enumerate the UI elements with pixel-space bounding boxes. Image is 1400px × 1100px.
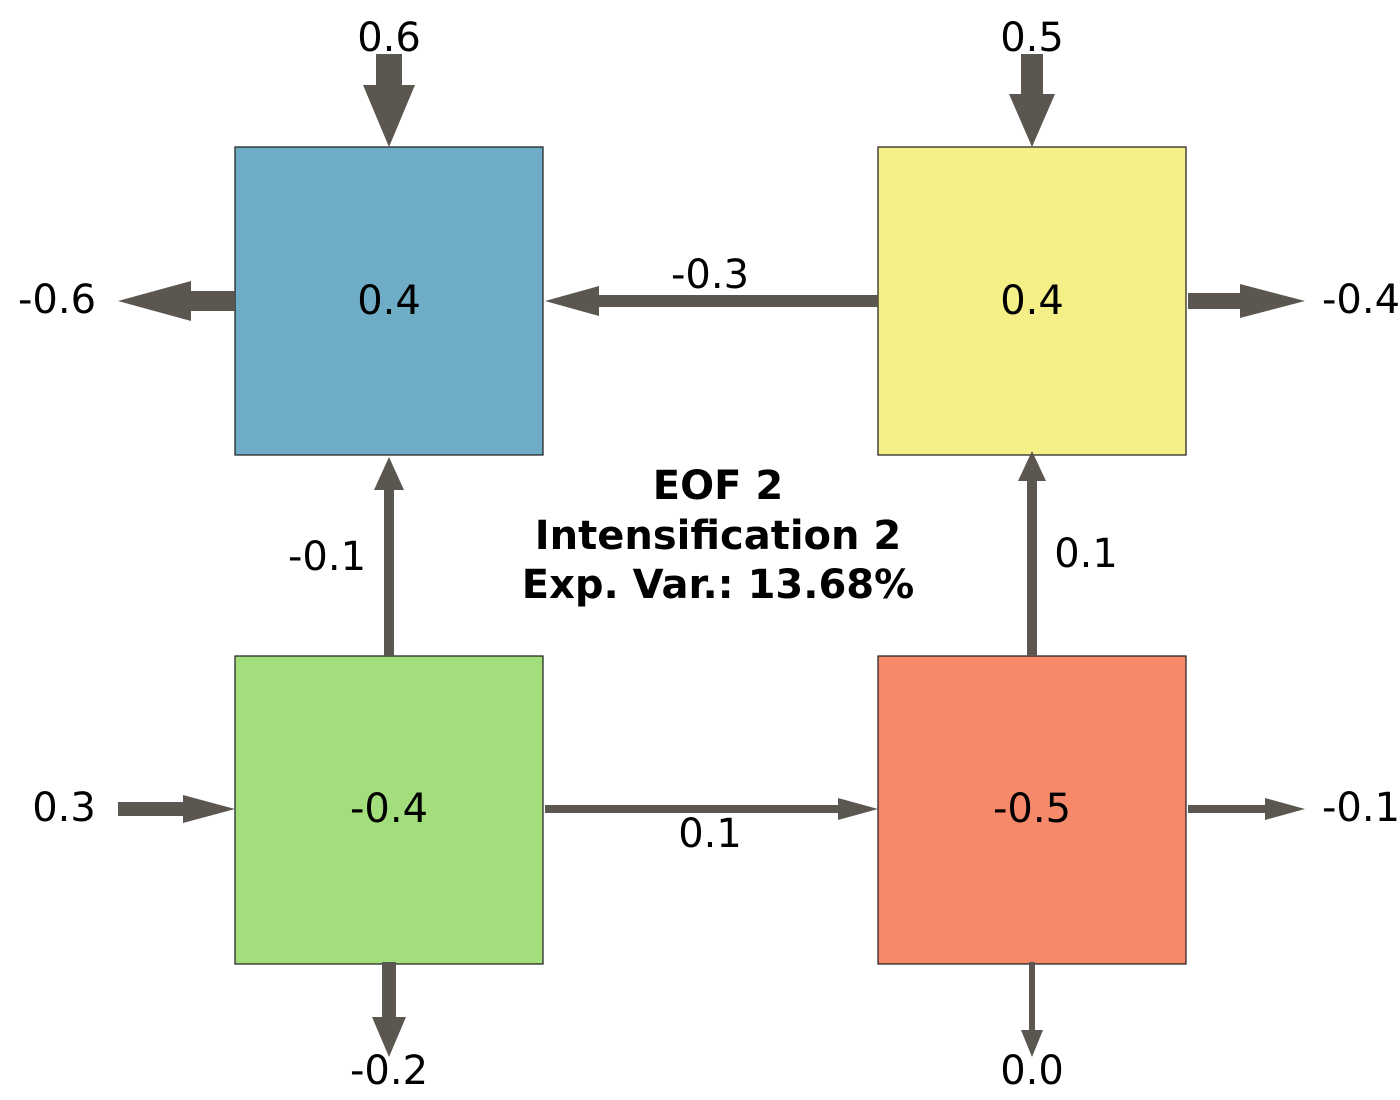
arrow-top-left-in-top [363,54,415,147]
flow-label-bottom-left-to-bottom-right: 0.1 [678,811,742,857]
arrow-top-right-in-top [1009,54,1055,147]
flow-label-bottom-left-out-bottom: -0.2 [350,1048,428,1094]
box-bottom-right-value: -0.5 [993,786,1071,832]
flow-label-top-right-to-top-left: -0.3 [671,252,749,298]
box-top-right [877,146,1187,456]
flow-label-top-left-in-top: 0.6 [357,15,421,61]
box-bottom-left-value: -0.4 [350,786,428,832]
arrow-bottom-right-out-right [1188,798,1305,820]
arrow-top-right-to-top-left [545,286,878,316]
arrow-bottom-left-out-bottom [372,962,406,1057]
arrow-bottom-left-to-top-left [374,457,404,656]
title-line-3: Exp. Var.: 13.68% [522,562,914,608]
box-top-left-value: 0.4 [357,278,421,324]
box-top-right-value: 0.4 [1000,278,1064,324]
flow-label-bottom-left-in-left: 0.3 [32,785,96,831]
flow-label-bottom-right-out-bottom: 0.0 [1000,1048,1064,1094]
box-bottom-right [877,655,1187,965]
flow-label-top-right-out-right: -0.4 [1322,277,1400,323]
flow-label-bottom-right-to-top-right: 0.1 [1054,531,1118,577]
arrow-bottom-right-out-bottom [1021,962,1043,1057]
arrow-top-right-out-right [1188,284,1305,318]
box-top-left [234,146,544,456]
flow-label-bottom-left-to-top-left: -0.1 [288,534,366,580]
title-line-2: Intensification 2 [535,513,902,559]
arrow-bottom-left-in-left [118,795,235,823]
arrow-bottom-right-to-top-right [1018,451,1046,656]
title-line-1: EOF 2 [653,463,783,509]
arrow-top-left-out-left [118,281,235,321]
flow-label-top-right-in-top: 0.5 [1000,15,1064,61]
arrow-bottom-left-to-bottom-right [545,798,878,820]
flow-label-bottom-right-out-right: -0.1 [1322,785,1400,831]
flow-label-top-left-out-left: -0.6 [18,277,96,323]
